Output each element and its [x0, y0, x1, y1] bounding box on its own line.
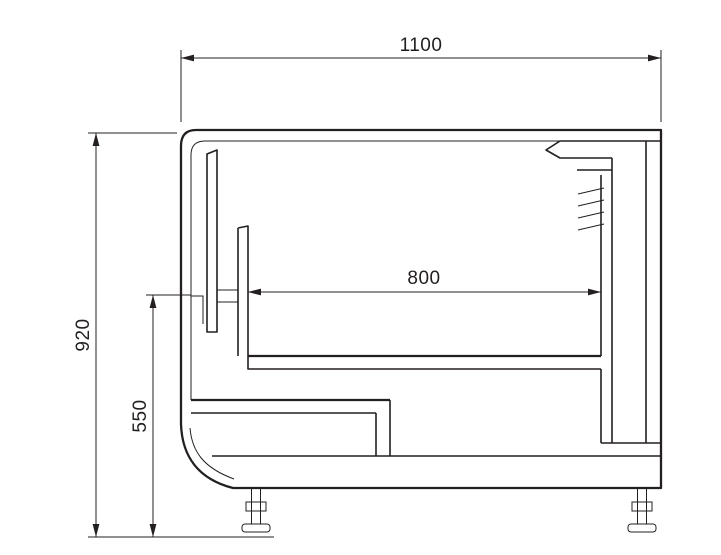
- left-foot: [241, 487, 271, 533]
- right-foot-plate: [627, 523, 657, 533]
- front-pivot-detail: [181, 294, 204, 324]
- arrow-right-icon: [648, 54, 661, 62]
- arrow-up-icon: [92, 133, 100, 146]
- dimension-label-front-height: 550: [130, 399, 151, 432]
- dimension-lines: [180, 50, 662, 122]
- display-deck-body: [247, 356, 601, 370]
- right-foot-nut: [631, 501, 653, 512]
- inner-shell-outline: [189, 140, 560, 480]
- arrow-down-icon: [92, 524, 100, 537]
- dimension-lines: [88, 132, 274, 538]
- left-foot-nut: [245, 501, 267, 512]
- left-foot-stem: [251, 487, 261, 525]
- dimension-overall-width: 1100: [180, 35, 662, 122]
- panel-bracket: [217, 289, 238, 303]
- dimension-overall-height: 920: [73, 132, 274, 538]
- inner-glass-panel: [237, 225, 249, 356]
- arrow-right-icon: [588, 288, 601, 296]
- dimension-lines: [146, 294, 181, 537]
- right-foot: [627, 487, 657, 533]
- right-foot-stem: [637, 487, 647, 525]
- air-grille-louvers-icon: [577, 187, 605, 231]
- left-foot-plate: [241, 523, 271, 533]
- counter-section: [179, 128, 663, 533]
- arrow-up-icon: [149, 295, 157, 308]
- rear-duct-column: [600, 141, 661, 444]
- canopy-band: [545, 140, 661, 171]
- arrow-left-icon: [181, 54, 194, 62]
- dimension-inner-depth: 800: [248, 268, 601, 296]
- dimension-front-height: 550: [130, 294, 181, 537]
- worktop-body: [191, 400, 391, 456]
- front-glass-panel: [206, 149, 218, 333]
- outer-shell-outline: [179, 128, 663, 490]
- dimension-label-overall-height: 920: [73, 318, 94, 351]
- dimension-label-overall-width: 1100: [400, 35, 443, 56]
- dimension-label-inner-depth: 800: [407, 268, 440, 289]
- arrow-left-icon: [248, 288, 261, 296]
- arrow-down-icon: [149, 524, 157, 537]
